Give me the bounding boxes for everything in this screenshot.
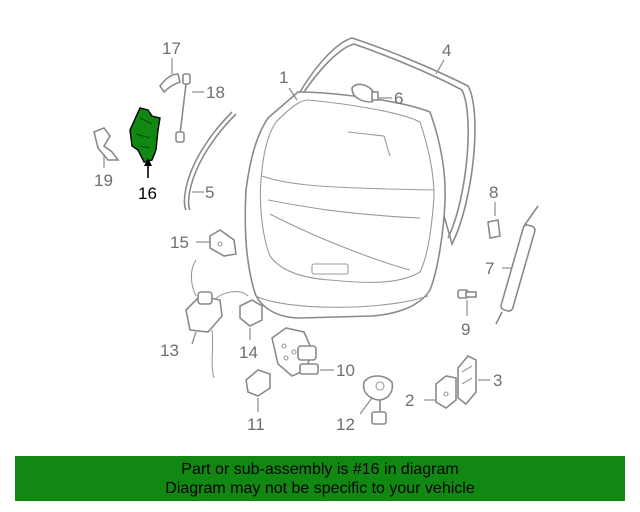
parts-diagram: 1 2 3 4 5 6 7 8 9 10 11 12 13 14 15 16 1… — [93, 37, 539, 434]
callout-15: 15 — [170, 233, 189, 252]
callout-labels: 1 2 3 4 5 6 7 8 9 10 11 12 13 14 15 16 1… — [94, 39, 502, 434]
part-15-bracket — [209, 229, 237, 257]
callout-7: 7 — [485, 259, 494, 278]
callout-1: 1 — [279, 68, 288, 87]
callout-3: 3 — [493, 371, 502, 390]
callout-11: 11 — [247, 415, 265, 434]
part-8-bushing — [487, 219, 501, 239]
callout-19: 19 — [94, 171, 113, 190]
callout-14: 14 — [239, 343, 258, 362]
part-9-bolt — [457, 289, 477, 299]
callout-16: 16 — [138, 184, 157, 203]
callout-17: 17 — [162, 39, 181, 58]
notice-line-2: Diagram may not be specific to your vehi… — [165, 480, 475, 497]
part-1-tailgate — [244, 91, 446, 319]
notice-banner: Part or sub-assembly is #16 in diagram D… — [15, 456, 625, 501]
part-11-latch — [245, 369, 271, 397]
leader-lines — [103, 58, 512, 415]
part-19-bracket — [93, 127, 120, 161]
callout-13: 13 — [160, 341, 179, 360]
callout-18: 18 — [206, 83, 225, 102]
diagram-svg: 1 2 3 4 5 6 7 8 9 10 11 12 13 14 15 16 1… — [93, 37, 539, 434]
part-16-latch-highlighted — [129, 107, 161, 178]
callout-6: 6 — [394, 89, 403, 108]
callout-8: 8 — [489, 183, 498, 202]
part-7-gas-strut — [495, 205, 539, 325]
callout-5: 5 — [205, 183, 214, 202]
part-14-switch — [239, 299, 263, 327]
part-10-motor — [271, 327, 319, 377]
callout-9: 9 — [461, 320, 470, 339]
part-4-weatherstrip — [299, 37, 476, 247]
part-2-hinge-plate — [435, 375, 457, 409]
callout-12: 12 — [336, 415, 355, 434]
part-3-hinge — [457, 355, 477, 406]
part-17-clip — [159, 73, 181, 94]
part-5-molding — [183, 111, 237, 211]
part-12-lock-cylinder — [362, 375, 394, 425]
callout-10: 10 — [336, 361, 355, 380]
part-6-lamp — [351, 83, 379, 103]
part-13-actuator — [185, 259, 249, 379]
part-18-stay-rod — [175, 73, 191, 143]
callout-2: 2 — [405, 391, 414, 410]
callout-4: 4 — [442, 41, 451, 60]
notice-line-1: Part or sub-assembly is #16 in diagram — [181, 461, 459, 478]
